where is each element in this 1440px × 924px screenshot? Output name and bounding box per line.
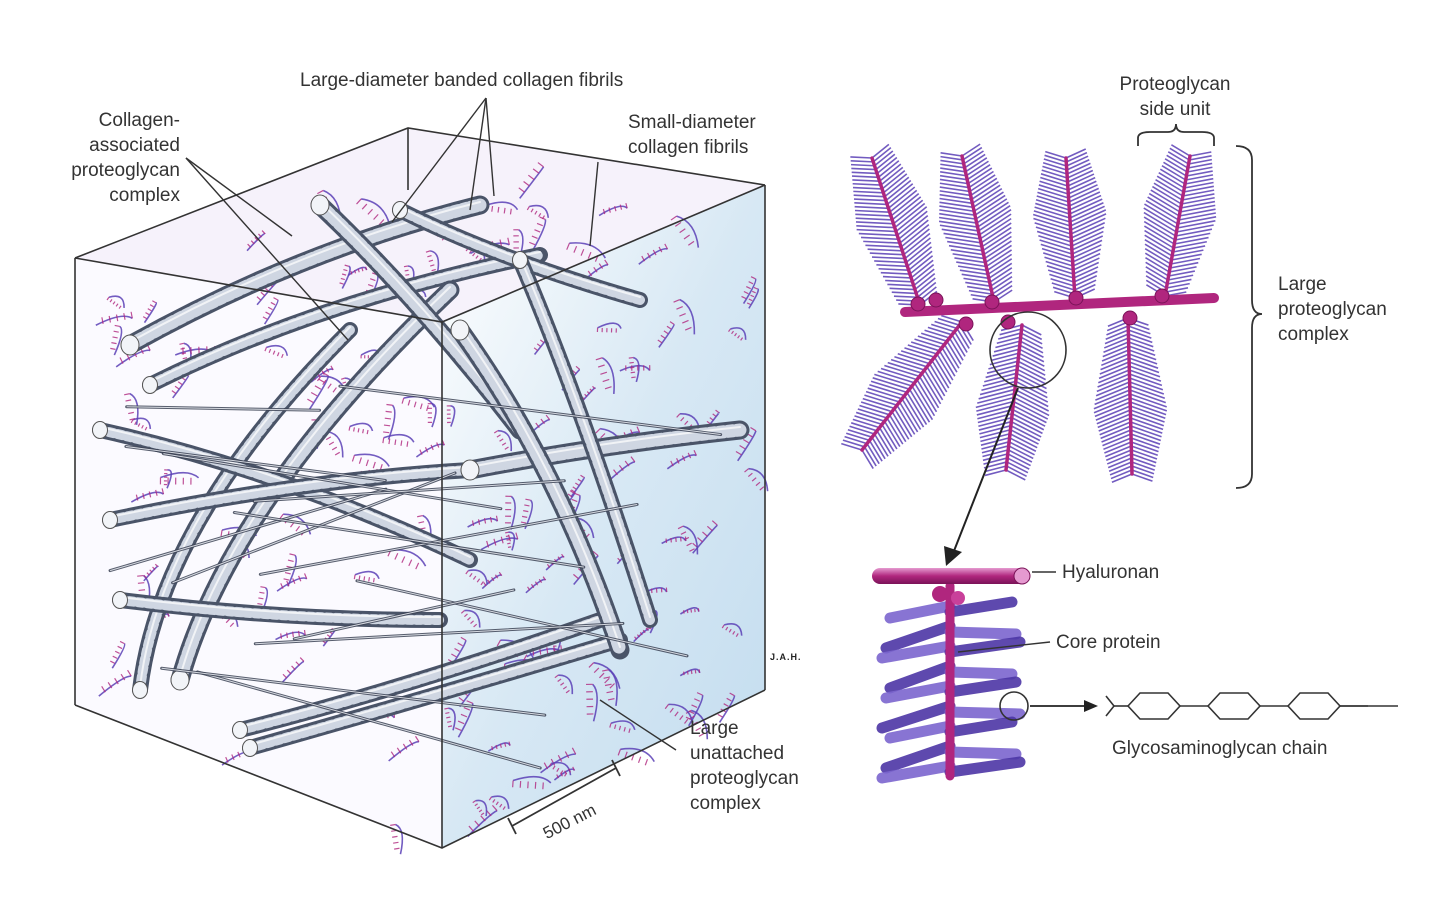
label-unattached-line-3: proteoglycan: [690, 768, 799, 789]
label-unattached-line-1: Large: [690, 718, 739, 739]
side-unit-detail: [872, 567, 1098, 784]
zoom-circle: [989, 311, 1067, 389]
label-large-complex-line-3: complex: [1278, 324, 1349, 345]
label-side-unit-line-1: Proteoglycan: [1119, 74, 1231, 95]
complex-bracket: [1235, 145, 1263, 489]
proteoglycan-side-units: [841, 143, 1217, 483]
large-proteoglycan-complex: [841, 143, 1219, 566]
collagen-fibrils: [92, 194, 750, 770]
label-collagen-associated: Collagen- associated proteoglycan comple…: [34, 108, 180, 208]
artist-initials: J.A.H.: [770, 652, 802, 662]
link-protein-bead: [932, 586, 948, 602]
gag-zoom-circle: [999, 691, 1029, 721]
label-small-fibrils-line-1: Small-diameter: [628, 112, 756, 133]
scale-bar: [507, 759, 621, 835]
glycosaminoglycan-arms: [876, 596, 1026, 784]
link-proteins: [910, 288, 1170, 332]
block-edges: [74, 127, 766, 849]
side-unit-bracket: [1137, 123, 1215, 146]
label-core-protein: Core protein: [1056, 632, 1161, 653]
link-protein-bead-2: [951, 591, 965, 605]
label-small-fibrils-line-2: collagen fibrils: [628, 137, 749, 158]
label-unattached-line-2: unattached: [690, 743, 785, 764]
hyaluronan-rod: [872, 568, 1030, 584]
zoom-arrowhead: [944, 546, 962, 566]
label-gag-chain: Glycosaminoglycan chain: [1112, 738, 1328, 759]
label-collagen-associated-line-2: associated: [89, 135, 180, 156]
label-large-complex-line-2: proteoglycan: [1278, 299, 1387, 320]
block-side-face: [442, 185, 765, 848]
tissue-block: [74, 127, 769, 855]
block-leader-lines: [185, 97, 677, 751]
label-unattached-complex: Large unattached proteoglycan complex: [690, 716, 799, 816]
label-hyaluronan: Hyaluronan: [1062, 562, 1160, 583]
label-unattached-line-4: complex: [690, 793, 761, 814]
core-protein-leader: [957, 641, 1051, 653]
label-large-fibrils: Large-diameter banded collagen fibrils: [300, 70, 624, 91]
label-collagen-associated-line-1: Collagen-: [98, 110, 180, 131]
label-collagen-associated-line-4: complex: [109, 185, 180, 206]
label-side-unit: Proteoglycan side unit: [1100, 72, 1250, 122]
label-collagen-associated-line-3: proteoglycan: [71, 160, 180, 181]
label-side-unit-line-2: side unit: [1139, 99, 1211, 120]
zoom-arrow: [951, 387, 1019, 557]
hyaluronan-rod-end: [1013, 567, 1031, 585]
gag-arrowhead: [1084, 700, 1098, 712]
label-large-complex-line-1: Large: [1278, 274, 1327, 295]
label-small-fibrils: Small-diameter collagen fibrils: [628, 110, 756, 160]
label-large-complex: Large proteoglycan complex: [1278, 272, 1387, 347]
glycosaminoglycan-chain: [1105, 692, 1398, 720]
